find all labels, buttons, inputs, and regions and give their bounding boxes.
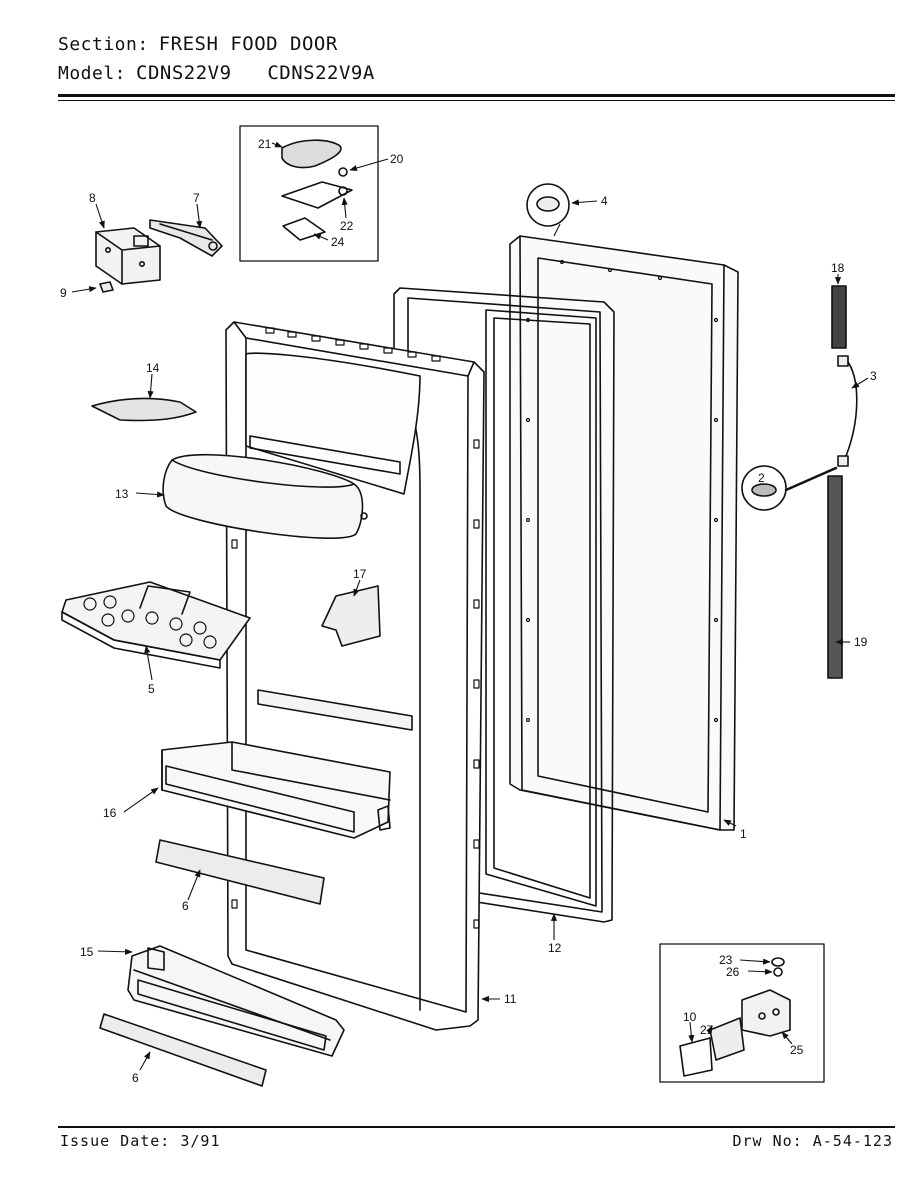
- callout-1: 1: [740, 827, 747, 841]
- header-rule-thin: [58, 100, 895, 101]
- part-4-hinge-cap: [526, 183, 570, 227]
- part-2-hinge-bushing: [741, 465, 838, 511]
- part-10-plate: [679, 1037, 713, 1077]
- part-7-hinge-arm: [149, 219, 223, 257]
- model-key: Model:: [58, 63, 127, 84]
- part-25-bracket: [741, 989, 791, 1037]
- part-23-screw: [771, 957, 785, 967]
- callout-25: 25: [790, 1043, 804, 1057]
- callout-3: 3: [870, 369, 877, 383]
- part-8-hinge-bracket: [95, 227, 161, 285]
- section-heading: Section: FRESH FOOD DOOR: [58, 33, 338, 55]
- issue-date: Issue Date: 3/91: [60, 1132, 221, 1150]
- drawing-number: Drw No: A-54-123: [732, 1132, 893, 1150]
- part-27-shim: [709, 1017, 745, 1061]
- callout-11: 11: [504, 992, 517, 1006]
- part-6-upper-trim: [155, 839, 325, 905]
- callout-8: 8: [89, 191, 96, 205]
- callout-6-lower: 6: [132, 1071, 139, 1085]
- part-14-trim-cover: [91, 397, 197, 422]
- callout-26: 26: [726, 965, 740, 979]
- section-value: FRESH FOOD DOOR: [158, 33, 338, 55]
- part-1-outer-door-panel: [509, 235, 739, 831]
- part-20-plate: [281, 181, 353, 209]
- part-5-egg-tray: [61, 581, 251, 669]
- part-9-clip: [99, 281, 114, 293]
- model-heading: Model: CDNS22V9 CDNS22V9A: [58, 62, 375, 84]
- part-16-door-bin: [161, 741, 391, 839]
- part-20-screw: [338, 167, 348, 177]
- footer-rule: [58, 1126, 895, 1128]
- liner-top-compartment: [245, 352, 421, 495]
- part-19-seal-strip-lower: [827, 475, 843, 679]
- inset-box-top: [239, 125, 379, 262]
- part-3-wiring: [837, 355, 858, 467]
- callout-27: 27: [700, 1023, 714, 1037]
- part-17-bracket: [321, 585, 381, 647]
- callout-21: 21: [258, 137, 272, 151]
- callout-9: 9: [60, 286, 67, 300]
- callout-18: 18: [831, 261, 845, 275]
- callout-23: 23: [719, 953, 733, 967]
- liner-shelf-ridge: [257, 689, 413, 731]
- part-13-dairy-door: [162, 453, 368, 539]
- callout-7: 7: [193, 191, 200, 205]
- callout-10: 10: [683, 1010, 697, 1024]
- callout-19: 19: [854, 635, 868, 649]
- model-value: CDNS22V9 CDNS22V9A: [136, 62, 375, 84]
- callout-15: 15: [80, 945, 94, 959]
- callout-24: 24: [331, 235, 345, 249]
- part-15-bottom-bin: [127, 945, 345, 1057]
- callout-16: 16: [103, 806, 117, 820]
- callout-20: 20: [390, 152, 404, 166]
- part-11-door-liner: [225, 321, 485, 1031]
- part-6-lower-trim: [99, 1013, 267, 1087]
- section-key: Section:: [58, 34, 149, 55]
- part-24-pad: [282, 217, 326, 241]
- callout-17: 17: [353, 567, 367, 581]
- callout-5: 5: [148, 682, 155, 696]
- callout-13: 13: [115, 487, 129, 501]
- part-18-seal-strip-upper: [831, 285, 847, 349]
- callout-22: 22: [340, 219, 354, 233]
- inset-box-bottom: [659, 943, 825, 1083]
- part-21-cover: [281, 139, 342, 169]
- callout-4: 4: [601, 194, 608, 208]
- callout-6-upper: 6: [182, 899, 189, 913]
- part-22-washer: [338, 186, 348, 196]
- callout-2: 2: [758, 471, 765, 485]
- part-26-nut: [773, 967, 783, 977]
- callout-14: 14: [146, 361, 160, 375]
- header-rule-thick: [58, 94, 895, 97]
- callout-12: 12: [548, 941, 562, 955]
